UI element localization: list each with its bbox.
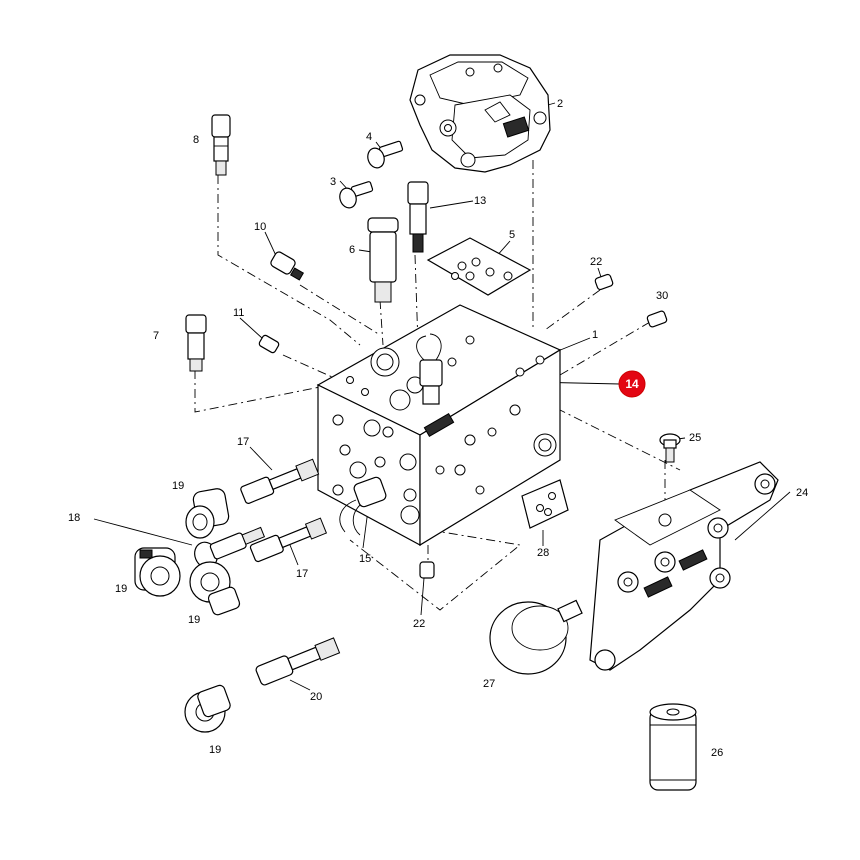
part-19-coil-d [184, 684, 231, 733]
callout-labels: 1 2 3 4 5 6 7 8 10 11 13 15 17 17 18 19 … [68, 98, 808, 759]
callout-1: 1 [592, 329, 598, 341]
part-22-plug-bottom [419, 561, 435, 579]
callout-4: 4 [366, 131, 372, 143]
part-2-valve-housing [409, 54, 551, 173]
callout-19a: 19 [172, 480, 184, 492]
part-1-manifold-block [316, 304, 562, 547]
callout-13: 13 [474, 195, 486, 207]
part-15-sensor [339, 476, 387, 536]
part-10-plug [270, 251, 305, 281]
part-17-cartridge-lower [249, 517, 328, 563]
callout-28: 28 [537, 547, 549, 559]
callout-30: 30 [656, 290, 668, 302]
part-4-plug [367, 140, 404, 169]
callout-5: 5 [509, 229, 515, 241]
part-19-coil-c [189, 561, 241, 616]
part-30-plug [646, 310, 668, 328]
part-17-cartridge-upper [240, 458, 320, 504]
part-3-plug [339, 181, 374, 209]
callout-3: 3 [330, 176, 336, 188]
part-8-cartridge [211, 114, 231, 176]
callout-25: 25 [689, 432, 701, 444]
part-14-pressure-sensor [416, 333, 443, 405]
callout-26: 26 [711, 747, 723, 759]
part-18-cartridge [194, 526, 266, 569]
part-28-gasket [521, 479, 569, 529]
callout-19b: 19 [115, 583, 127, 595]
part-19-coil-a [185, 488, 230, 539]
callout-17b: 17 [296, 568, 308, 580]
callout-22a: 22 [590, 256, 602, 268]
part-25-bolt [659, 433, 681, 463]
callout-22b: 22 [413, 618, 425, 630]
callout-19d: 19 [209, 744, 221, 756]
callout-20: 20 [310, 691, 322, 703]
callout-24: 24 [796, 487, 808, 499]
part-6-solenoid [367, 217, 399, 303]
callout-17a: 17 [237, 436, 249, 448]
callout-6: 6 [349, 244, 355, 256]
highlight-label: 14 [625, 377, 639, 391]
part-27-accumulator [489, 599, 583, 675]
highlight-circle[interactable] [618, 370, 646, 398]
callout-8: 8 [193, 134, 199, 146]
callout-19c: 19 [188, 614, 200, 626]
part-13-cartridge [407, 181, 429, 253]
callout-27: 27 [483, 678, 495, 690]
part-11-plug [258, 334, 280, 354]
callout-2: 2 [557, 98, 563, 110]
part-26-filter [649, 703, 697, 791]
part-7-cartridge [185, 314, 207, 372]
callout-7: 7 [153, 330, 159, 342]
callout-18: 18 [68, 512, 80, 524]
part-22-plug-top [594, 273, 614, 291]
callout-15: 15 [359, 553, 371, 565]
callout-10: 10 [254, 221, 266, 233]
part-5-gasket [426, 237, 532, 296]
highlight-callout-14[interactable]: 14 [618, 370, 646, 398]
callout-11: 11 [233, 307, 244, 319]
part-24-bracket [589, 461, 779, 671]
part-19-coil-b [134, 547, 181, 597]
part-20-cartridge [255, 637, 341, 686]
